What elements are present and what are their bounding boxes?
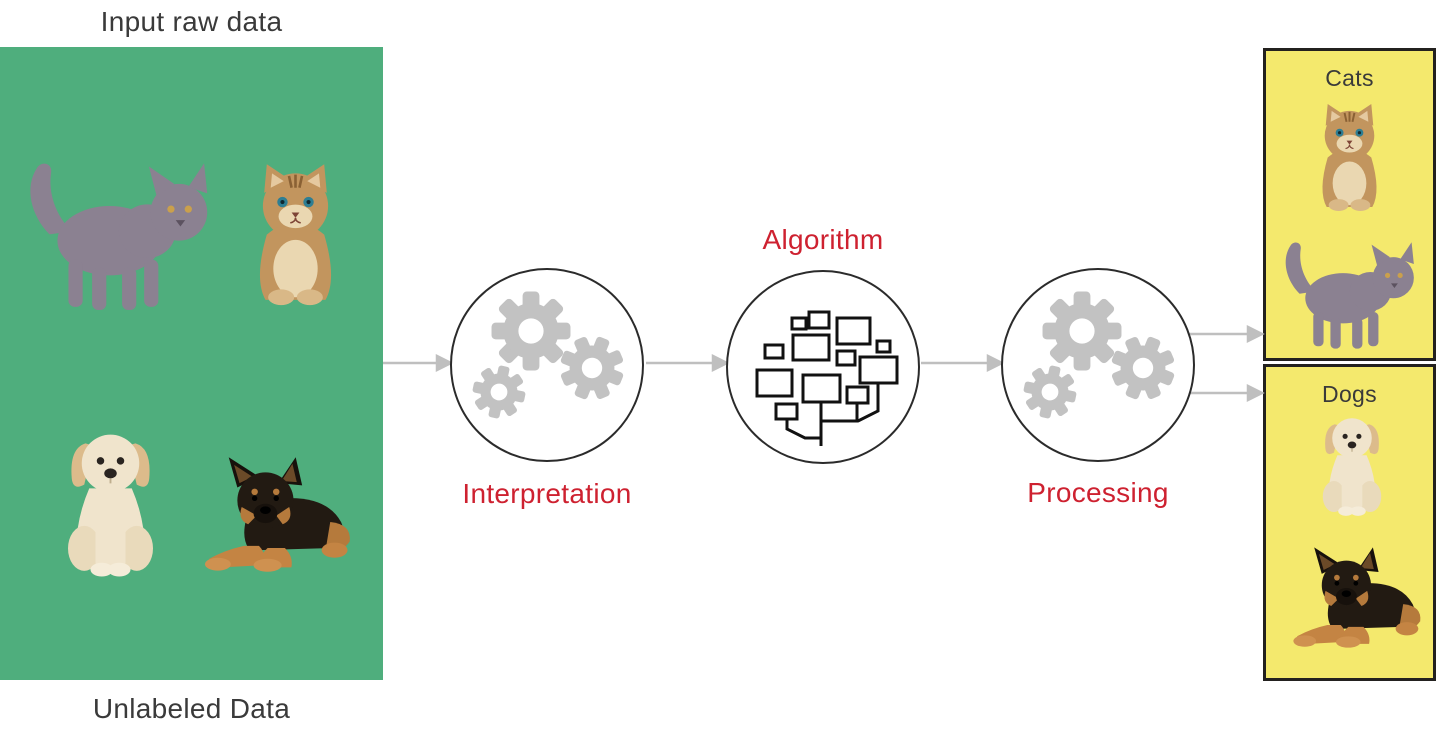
arrow-interpretation-to-algorithm (646, 353, 730, 373)
input-data-panel (0, 47, 383, 680)
arrow-processing-to-dogs (1188, 383, 1265, 403)
processing-label: Processing (1027, 477, 1169, 508)
cream-puppy-image (1309, 412, 1395, 520)
input-data-title: Input raw data (100, 6, 283, 37)
flowchart-icon (755, 310, 899, 446)
tan-kitten-image (1297, 100, 1402, 214)
gears-icon (1018, 291, 1185, 424)
algorithm-stage-circle (726, 270, 920, 464)
arrow-processing-to-cats (1188, 324, 1265, 344)
interpretation-label: Interpretation (462, 478, 632, 509)
cream-puppy-image (48, 423, 173, 585)
tan-kitten-image (228, 159, 363, 309)
gears-icon (467, 291, 634, 424)
cats-label: Cats (1325, 65, 1374, 91)
gray-kitten-image (18, 147, 223, 317)
dogs-label: Dogs (1322, 381, 1377, 407)
gray-kitten-image (1272, 232, 1430, 352)
unlabeled-data-caption: Unlabeled Data (92, 693, 291, 724)
shepherd-puppy-image (192, 437, 354, 592)
interpretation-stage-circle (450, 268, 644, 462)
algorithm-label: Algorithm (762, 224, 884, 255)
arrow-input-to-interpretation (383, 353, 454, 373)
processing-stage-circle (1001, 268, 1195, 462)
arrow-algorithm-to-processing (921, 353, 1005, 373)
shepherd-puppy-image (1282, 530, 1424, 665)
